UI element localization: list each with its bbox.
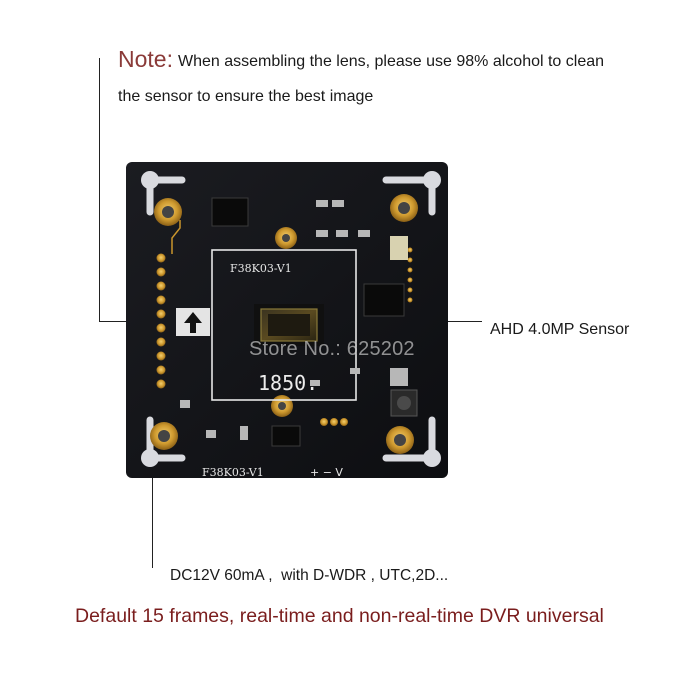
- note-leader-vertical: [99, 58, 100, 321]
- corner-dots: [141, 171, 441, 467]
- small-components: [180, 200, 408, 440]
- ic-chips: [211, 197, 405, 447]
- arrow-up-icon: [184, 312, 202, 333]
- store-watermark: Store No.: 625202: [249, 338, 415, 360]
- inductor: [390, 389, 418, 417]
- pcb-trace: [171, 220, 181, 254]
- model-bottom-text: F38K03-V1: [202, 466, 264, 479]
- sensor-die: [268, 314, 310, 336]
- camera-pcb-board: F38K03-V1 F38K03-V1 + − V 1850.: [120, 158, 456, 480]
- power-marks-text: + − V: [310, 466, 343, 479]
- silk-code-text: 1850.: [258, 371, 318, 395]
- crystal: [390, 236, 408, 260]
- note-line-1: Note:When assembling the lens, please us…: [118, 46, 604, 73]
- power-leader-vertical: [152, 470, 153, 568]
- inductor-core: [397, 396, 411, 410]
- connector-pads: [156, 253, 166, 389]
- note-text-1: When assembling the lens, please use 98%…: [177, 53, 605, 70]
- note-label: Note:: [118, 46, 173, 72]
- model-top-text: F38K03-V1: [230, 262, 292, 275]
- power-spec-label: DC12V 60mA , with D-WDR , UTC,2D...: [170, 567, 449, 584]
- sensor-outline: [211, 249, 357, 401]
- right-pads: [407, 247, 413, 303]
- bottom-pads: [320, 418, 348, 426]
- sensor-label: AHD 4.0MP Sensor: [490, 321, 630, 338]
- dvr-compat-label: Default 15 frames, real-time and non-rea…: [75, 605, 604, 627]
- note-line-2: the sensor to ensure the best image: [118, 88, 374, 105]
- pcb-image: F38K03-V1 F38K03-V1 + − V 1850.: [126, 162, 448, 479]
